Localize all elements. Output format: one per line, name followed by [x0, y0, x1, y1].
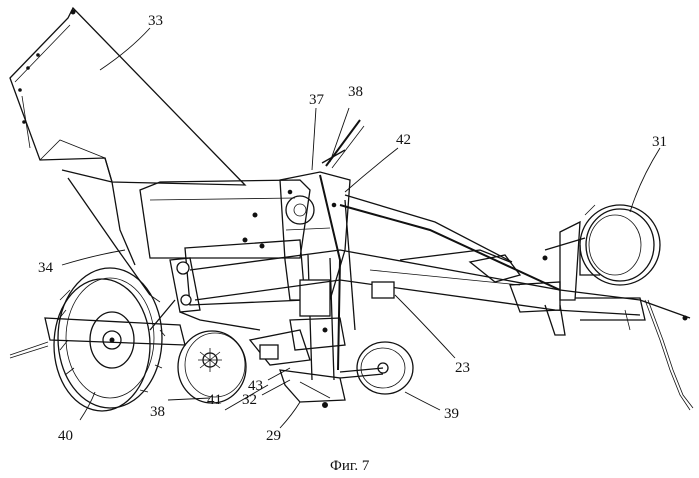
- label-39: 39: [444, 406, 459, 422]
- label-41: 41: [207, 392, 222, 408]
- label-34: 34: [38, 260, 54, 276]
- seed-hopper: [10, 8, 245, 295]
- hose-coil: [580, 205, 660, 285]
- label-37: 37: [309, 92, 325, 108]
- label-23: 23: [455, 360, 470, 376]
- press-wheel: [340, 342, 413, 394]
- label-42: 42: [396, 132, 411, 148]
- chains: [10, 300, 693, 410]
- label-32: 32: [242, 392, 257, 408]
- label-29: 29: [266, 428, 281, 444]
- label-40: 40: [58, 428, 73, 444]
- label-31: 31: [652, 134, 667, 150]
- wheel-arm: [150, 258, 260, 330]
- label-38-bottom: 38: [150, 404, 165, 420]
- ground-wheel: [45, 268, 185, 411]
- seeding-mechanism: [280, 120, 364, 380]
- figure-caption: Фиг. 7: [330, 458, 370, 474]
- main-frame: [190, 195, 690, 335]
- label-38-top: 38: [348, 84, 363, 100]
- label-33: 33: [148, 13, 163, 29]
